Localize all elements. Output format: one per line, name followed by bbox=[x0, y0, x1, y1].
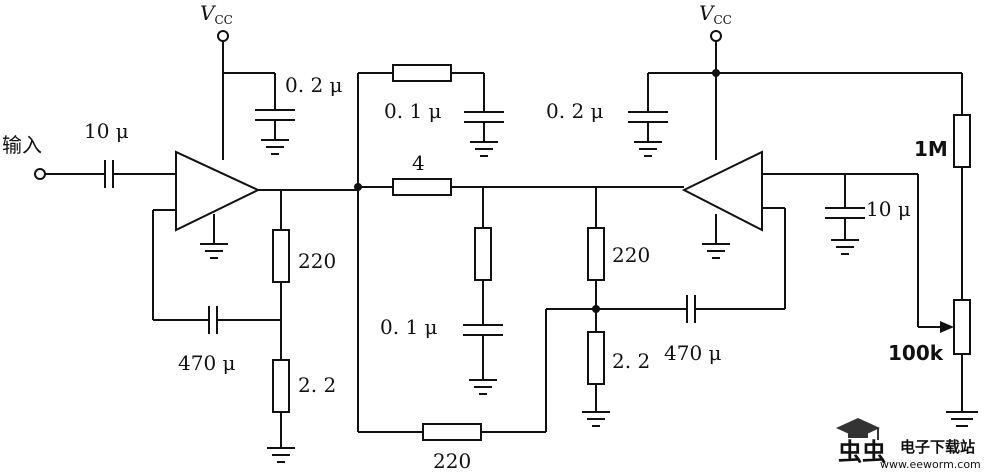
svg-text:10 μ: 10 μ bbox=[84, 119, 129, 143]
svg-text:输入: 输入 bbox=[2, 133, 42, 157]
watermark-logo: 虫虫 bbox=[838, 438, 886, 466]
svg-text:0. 1 μ: 0. 1 μ bbox=[380, 315, 438, 339]
series-resistor: 4 bbox=[358, 151, 596, 196]
svg-text:0. 1 μ: 0. 1 μ bbox=[384, 99, 442, 123]
left-ground-resistor: 2. 2 bbox=[267, 359, 336, 463]
svg-text:220: 220 bbox=[433, 449, 471, 472]
amplifier-right bbox=[596, 150, 763, 259]
svg-text:100k: 100k bbox=[888, 341, 944, 365]
vcc-terminal-left: VCC bbox=[200, 1, 233, 160]
top-rc-network: 0. 1 μ bbox=[357, 64, 504, 187]
left-feedback-capacitor: 470 μ bbox=[153, 306, 281, 375]
pot-top-resistor: 1M bbox=[716, 72, 971, 300]
potentiometer: 100k bbox=[888, 174, 978, 427]
right-ground-resistor: 2. 2 bbox=[582, 331, 650, 427]
right-decoupling-capacitor: 0. 2 μ bbox=[546, 69, 720, 157]
input-terminal: 输入 bbox=[2, 133, 105, 180]
svg-text:10 μ: 10 μ bbox=[866, 197, 911, 221]
watermark: 虫虫 电子下载站 www.eeworm.com bbox=[836, 418, 981, 471]
graduation-cap-icon bbox=[836, 418, 880, 440]
bottom-resistor: 220 bbox=[357, 187, 596, 472]
right-input-capacitor: 10 μ bbox=[762, 173, 918, 255]
watermark-url: www.eeworm.com bbox=[880, 458, 981, 471]
svg-text:470 μ: 470 μ bbox=[178, 351, 236, 375]
svg-text:0. 2 μ: 0. 2 μ bbox=[285, 73, 343, 97]
svg-text:VCC: VCC bbox=[200, 1, 233, 27]
watermark-site-name: 电子下载站 bbox=[900, 438, 975, 456]
svg-text:VCC: VCC bbox=[699, 1, 732, 27]
left-decoupling-capacitor: 0. 2 μ bbox=[223, 72, 343, 155]
right-feedback-resistor: 220 bbox=[587, 187, 650, 332]
input-capacitor: 10 μ bbox=[84, 119, 176, 188]
svg-text:0. 2 μ: 0. 2 μ bbox=[546, 99, 604, 123]
right-feedback-capacitor: 470 μ bbox=[596, 207, 786, 365]
svg-text:2. 2: 2. 2 bbox=[298, 373, 336, 397]
vcc-terminal-right: VCC bbox=[699, 1, 732, 160]
svg-text:2. 2: 2. 2 bbox=[612, 349, 650, 373]
svg-text:470 μ: 470 μ bbox=[664, 341, 722, 365]
middle-rc-to-ground: 0. 1 μ bbox=[380, 187, 503, 395]
amplifier-left bbox=[152, 150, 261, 320]
svg-text:220: 220 bbox=[612, 243, 650, 267]
svg-text:1M: 1M bbox=[914, 137, 948, 161]
svg-text:4: 4 bbox=[412, 151, 425, 175]
left-feedback-resistor: 220 bbox=[272, 190, 336, 360]
svg-text:220: 220 bbox=[298, 249, 336, 273]
